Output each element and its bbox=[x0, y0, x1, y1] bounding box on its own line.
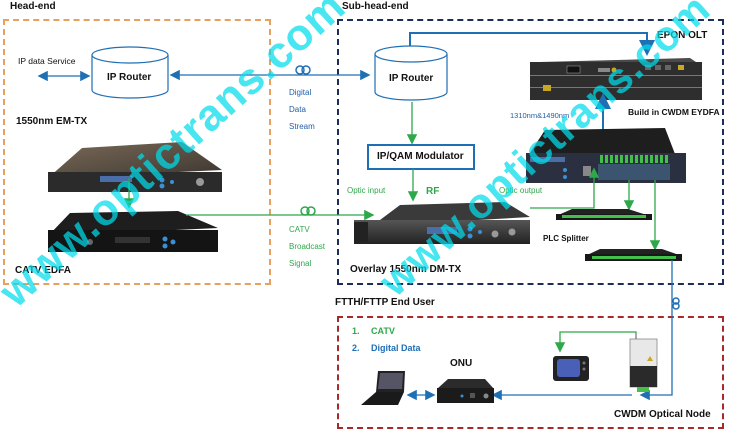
tv-device bbox=[553, 356, 589, 381]
em-tx-label: 1550nm EM-TX bbox=[16, 116, 88, 127]
laptop-device bbox=[361, 371, 405, 405]
sub-head-end-title: Sub-head-end bbox=[342, 1, 409, 12]
plc-splitter-2 bbox=[585, 249, 682, 261]
service-label-digital: Digital Data bbox=[371, 343, 421, 353]
sub-head-end-ip-router-label: IP Router bbox=[389, 73, 434, 84]
splitter-to-node-line bbox=[639, 260, 673, 401]
qam-modulator-label: IP/QAM Modulator bbox=[377, 151, 464, 162]
head-end-ip-router bbox=[91, 46, 169, 99]
fiber-coil-icon bbox=[295, 65, 311, 75]
cwdm-optical-node-device bbox=[629, 333, 658, 392]
service-num-digital: 2. bbox=[352, 343, 360, 353]
build-in-eydfa-label: Build in CWDM EYDFA bbox=[628, 107, 720, 117]
sub-head-end-ip-router bbox=[374, 45, 448, 101]
digital-data-stream-line3: Stream bbox=[289, 122, 315, 131]
epon-olt-label: EPON OLT bbox=[657, 30, 708, 41]
catv-broadcast-line2: Broadcast bbox=[289, 242, 326, 251]
plc-splitter-label: PLC Splitter bbox=[543, 234, 589, 243]
cwdm-eydfa-device bbox=[526, 128, 686, 183]
qam-modulator-box bbox=[367, 144, 475, 170]
catv-broadcast-line3: Signal bbox=[289, 259, 312, 268]
dm-tx-label: Overlay 1550nm DM-TX bbox=[350, 264, 462, 275]
node-to-tv-line bbox=[554, 331, 637, 353]
fiber-coil-icon bbox=[300, 206, 316, 216]
onu-label: ONU bbox=[450, 358, 473, 369]
rf-label: RF bbox=[426, 186, 440, 197]
dm-tx-device bbox=[354, 202, 530, 244]
epon-olt-device bbox=[530, 58, 702, 100]
head-end-box bbox=[3, 19, 271, 285]
digital-data-stream-line2: Data bbox=[289, 105, 306, 114]
optic-input-label: Optic input bbox=[347, 186, 386, 195]
service-num-catv: 1. bbox=[352, 326, 360, 336]
router-to-olt-line bbox=[409, 32, 655, 56]
service-label-catv: CATV bbox=[371, 326, 395, 336]
optical-node-label: CWDM Optical Node bbox=[614, 409, 711, 420]
fiber-coil-icon bbox=[672, 297, 680, 310]
plc-splitter-1 bbox=[556, 209, 652, 220]
digital-data-stream-line1: Digital bbox=[289, 88, 312, 97]
end-user-title: FTTH/FTTP End User bbox=[335, 297, 435, 308]
head-end-title: Head-end bbox=[10, 1, 56, 12]
sub-head-end-box bbox=[337, 19, 724, 285]
onu-device bbox=[437, 379, 494, 403]
catv-broadcast-line1: CATV bbox=[289, 225, 310, 234]
wavelengths-label: 1310nm&1490nm bbox=[510, 111, 570, 120]
optic-output-label: Optic output bbox=[499, 186, 543, 195]
end-user-box bbox=[337, 316, 724, 429]
head-end-ip-router-label: IP Router bbox=[107, 72, 152, 83]
catv-edfa-device bbox=[48, 211, 218, 252]
catv-edfa-label: CATV EDFA bbox=[15, 265, 71, 276]
em-tx-device bbox=[48, 142, 222, 192]
ip-data-service-label: IP data Service bbox=[18, 56, 76, 66]
dmtx-to-eydfa-line bbox=[530, 167, 600, 209]
